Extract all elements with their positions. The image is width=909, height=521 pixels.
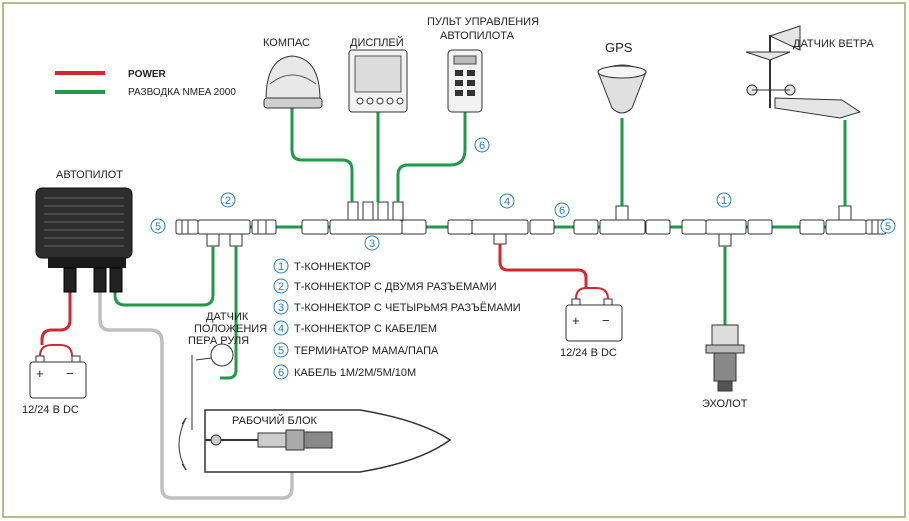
rudder-label-line1: ДАТЧИК <box>206 311 249 323</box>
marker-circle <box>220 192 236 208</box>
marker-circle <box>474 137 490 153</box>
autopilot-label: АВТОПИЛОТ <box>56 169 123 181</box>
battery-left-minus: − <box>66 366 74 381</box>
legend-power-label: POWER <box>128 69 167 80</box>
drop-cables <box>113 108 847 380</box>
battery-left-label: 12/24 В DC <box>22 404 79 416</box>
battery-mid-device <box>565 287 623 342</box>
remote-device <box>447 49 483 113</box>
plug <box>747 219 773 235</box>
drive-cable <box>98 292 294 500</box>
rudder-drop-cable <box>220 246 238 380</box>
marker-circle <box>716 192 732 208</box>
plug <box>447 219 473 235</box>
wind-label: ДАТЧИК ВЕТРА <box>793 38 874 50</box>
rudder-label-line2: ПОЛОЖЕНИЯ <box>194 323 267 335</box>
t-connector-cable <box>471 219 529 245</box>
echo-sounder-device <box>705 324 745 392</box>
battery-mid-plus: + <box>572 313 580 328</box>
marker-3: 3 <box>369 238 375 250</box>
marker-2: 2 <box>225 195 231 207</box>
drive-unit-device <box>205 429 333 451</box>
key-text: Т-КОННЕКТОР С ДВУМЯ РАЗЪЕМАМИ <box>294 281 497 293</box>
power-cables <box>40 244 588 345</box>
t-connector-gps <box>599 205 646 235</box>
plug <box>529 219 555 235</box>
key-num: 5 <box>278 345 284 357</box>
battery-left-device <box>29 344 87 399</box>
key-num: 3 <box>278 302 284 314</box>
key-num: 2 <box>278 281 284 293</box>
gps-device <box>597 64 647 114</box>
marker-1: 1 <box>721 195 727 207</box>
key-text: КАБЕЛЬ 1М/2М/5М/10М <box>294 367 416 379</box>
plug <box>799 219 825 235</box>
t-connector-double <box>197 219 277 247</box>
marker-5-left: 5 <box>155 221 161 233</box>
marker-4: 4 <box>504 196 510 208</box>
plug <box>681 219 707 235</box>
key-num: 6 <box>278 367 284 379</box>
plug <box>401 219 427 235</box>
key-text: Т-КОННЕКТОР С ЧЕТЫРЬМЯ РАЗЪЁМАМИ <box>294 302 521 314</box>
terminator-left <box>175 219 199 235</box>
plug <box>573 219 599 235</box>
wind-sensor-device <box>745 25 862 119</box>
autopilot-drop-cable <box>113 246 215 307</box>
marker-6-remote: 6 <box>479 140 485 152</box>
backbone-connectors <box>175 201 887 247</box>
compass-device <box>263 55 323 109</box>
marker-6-bus: 6 <box>559 205 565 217</box>
number-markers: 5 2 3 6 4 6 1 5 <box>150 137 896 251</box>
t-connector-four <box>329 201 404 235</box>
gps-label: GPS <box>605 40 633 55</box>
marker-circle <box>150 218 166 234</box>
plug <box>645 219 671 235</box>
echo-label: ЭХОЛОТ <box>702 398 748 410</box>
battery-mid-minus: − <box>602 313 610 328</box>
key-text: ТЕРМИНАТОР МАМА/ПАПА <box>294 345 439 357</box>
remote-label-line1: ПУЛЬТ УПРАВЛЕНИЯ <box>427 16 539 28</box>
marker-5-right: 5 <box>885 221 891 233</box>
marker-circle <box>364 235 380 251</box>
compass-drop-cable <box>290 108 354 202</box>
legend: POWER РАЗВОДКА NMEA 2000 <box>55 69 236 98</box>
remote-drop-cable <box>396 112 467 202</box>
marker-circle <box>554 202 570 218</box>
compass-label: КОМПАС <box>263 37 310 49</box>
autopilot-power-cable <box>40 292 72 345</box>
key-num: 1 <box>278 261 284 273</box>
display-device <box>348 49 408 113</box>
remote-label-line2: АВТОПИЛОТА <box>440 30 515 42</box>
rudder-label-line3: ПЕРА РУЛЯ <box>188 335 249 347</box>
drive-label: РАБОЧИЙ БЛОК <box>232 414 318 427</box>
key-text: Т-КОННЕКТОР С КАБЕЛЕМ <box>294 323 437 335</box>
legend-nmea-label: РАЗВОДКА NMEA 2000 <box>128 87 236 98</box>
autopilot-device <box>35 187 133 293</box>
marker-circle <box>880 218 896 234</box>
network-power-cable <box>498 244 588 288</box>
plug <box>301 219 329 235</box>
key-num: 4 <box>278 323 284 335</box>
battery-left-plus: + <box>36 366 44 381</box>
battery-mid-label: 12/24 В DC <box>560 347 617 359</box>
marker-circle <box>499 193 515 209</box>
display-label: ДИСПЛЕЙ <box>350 36 404 49</box>
key-text: Т-КОННЕКТОР <box>294 261 371 273</box>
rudder-sensor-device <box>191 343 234 430</box>
t-connector-wind <box>825 205 867 235</box>
connector-key: 1 Т-КОННЕКТОР 2 Т-КОННЕКТОР С ДВУМЯ РАЗЪ… <box>273 258 521 380</box>
t-connector-echo <box>705 219 747 247</box>
